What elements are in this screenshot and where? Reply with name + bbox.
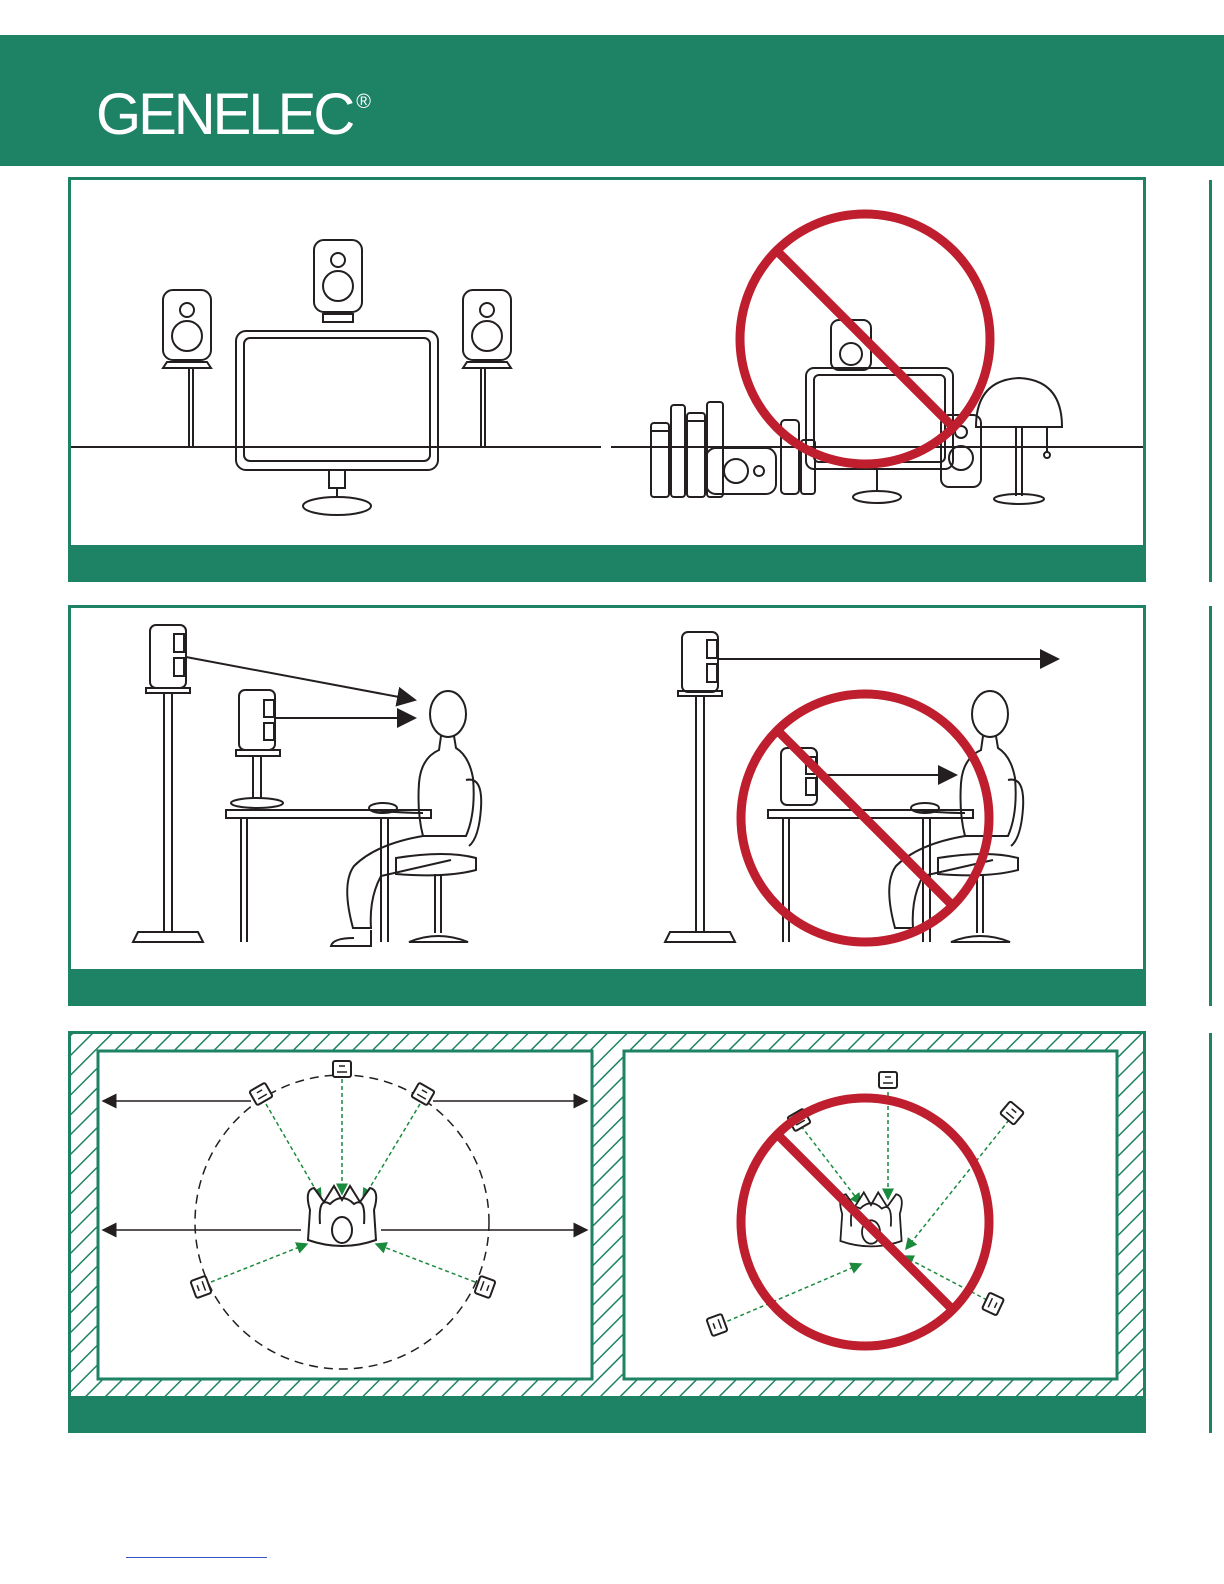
speaker-icon xyxy=(879,1072,897,1088)
next-page-edge xyxy=(1209,1033,1212,1433)
aiming-panel xyxy=(68,605,1146,1006)
placement-panel xyxy=(68,177,1146,582)
aiming-illustration xyxy=(71,608,1143,968)
placement-illustration xyxy=(71,180,1143,545)
lamp-icon xyxy=(976,378,1062,504)
speaker-icon xyxy=(150,625,186,688)
surround-illustration xyxy=(71,1034,1143,1396)
prohibition-icon xyxy=(740,214,990,464)
speaker-icon xyxy=(333,1061,351,1077)
speaker-icon xyxy=(314,240,362,322)
speaker-icon xyxy=(682,632,718,692)
monitor-icon xyxy=(236,331,438,515)
speaker-icon xyxy=(463,290,511,368)
caption-bar xyxy=(71,545,1143,579)
chair-icon xyxy=(396,854,476,942)
speaker-icon xyxy=(706,448,776,494)
speaker-stand-icon xyxy=(146,688,190,693)
surround-layout-panel xyxy=(68,1031,1146,1433)
registered-mark: ® xyxy=(356,91,371,113)
desk-icon xyxy=(226,810,431,942)
speaker-icon xyxy=(163,290,211,368)
genelec-logo: GENELEC® xyxy=(96,86,367,144)
next-page-edge xyxy=(1209,180,1212,582)
logo-wordmark: GENELEC xyxy=(96,82,352,147)
caption-bar xyxy=(71,1396,1143,1430)
footer-link-underline[interactable] xyxy=(126,1557,267,1558)
next-page-edge xyxy=(1209,606,1212,1006)
speaker-icon xyxy=(239,690,275,750)
monitor-icon xyxy=(806,368,953,503)
caption-bar xyxy=(71,969,1143,1003)
